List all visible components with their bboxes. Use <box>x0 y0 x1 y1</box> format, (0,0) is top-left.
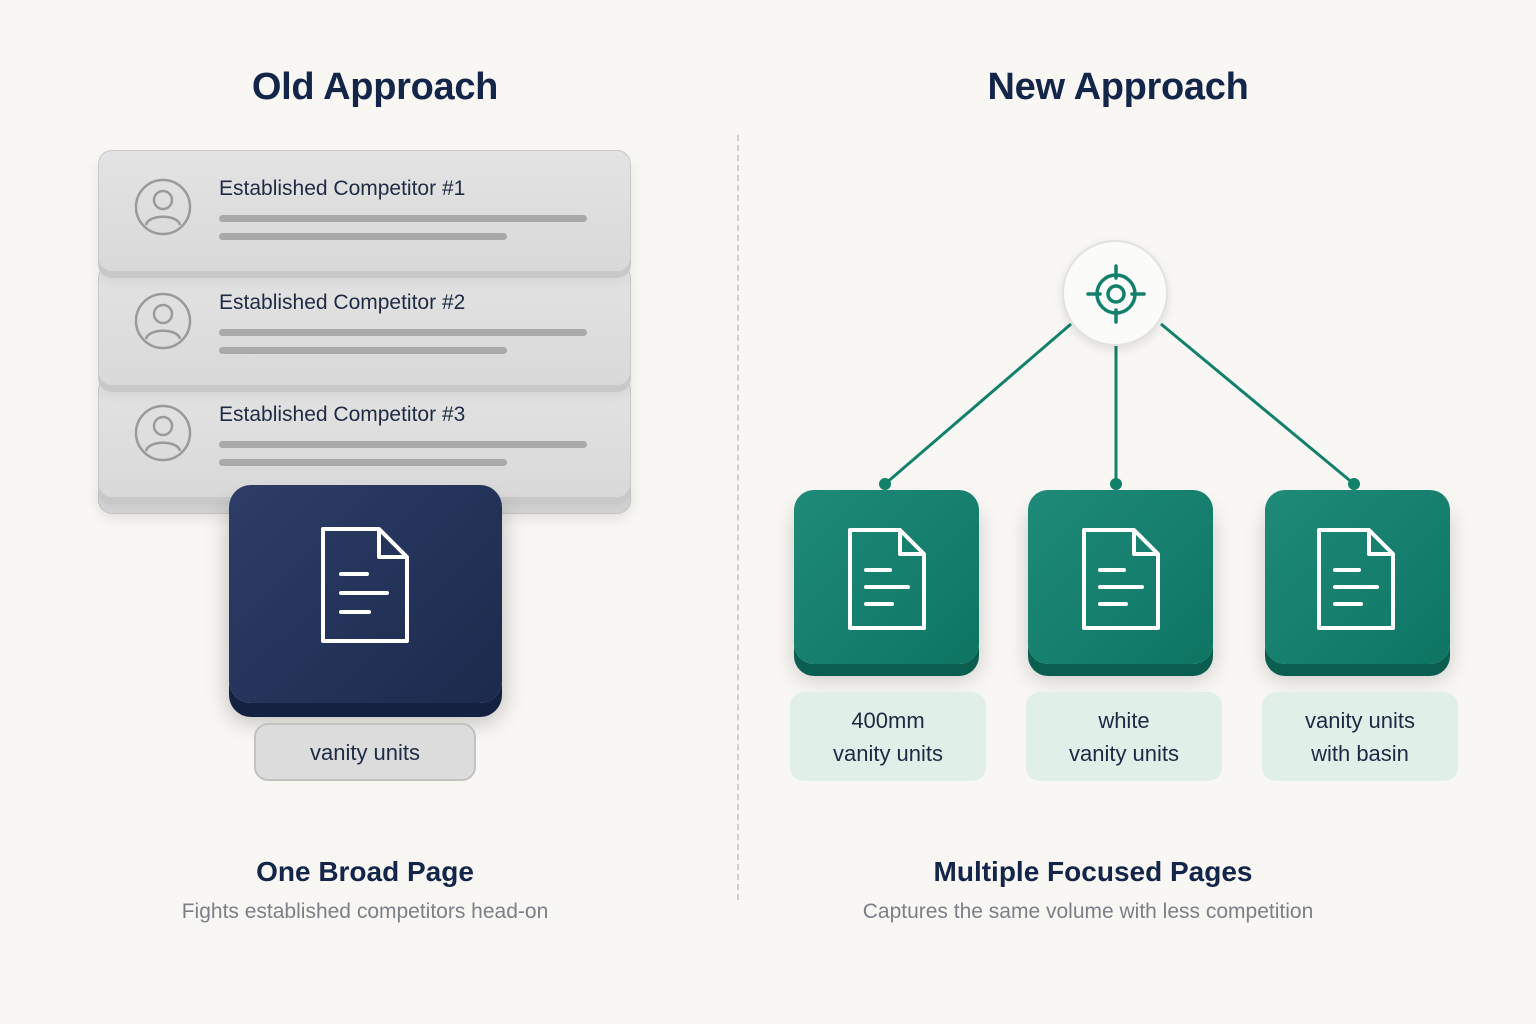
focused-page-tile-1 <box>794 490 979 664</box>
keyword-pill-broad: vanity units <box>254 723 476 781</box>
competitor-title: Established Competitor #3 <box>219 403 466 426</box>
section-divider <box>737 135 739 900</box>
user-circle-icon <box>134 292 192 350</box>
user-circle-icon <box>134 178 192 236</box>
new-approach-heading: New Approach <box>987 66 1249 108</box>
target-node <box>1062 240 1168 346</box>
competitor-title: Established Competitor #1 <box>219 177 466 200</box>
keyword-pill-2: white vanity units <box>1026 692 1222 781</box>
keyword-line: 400mm <box>851 707 925 733</box>
keyword-label: vanity units <box>309 739 421 765</box>
connector-dot-center <box>1110 478 1122 490</box>
new-footer-desc: Captures the same volume with less compe… <box>862 900 1314 923</box>
document-icon <box>321 527 409 643</box>
competitor-card-1: Established Competitor #1 <box>98 150 631 272</box>
connector-line-left <box>884 322 1072 486</box>
document-icon <box>1082 528 1160 630</box>
keyword-line: vanity units <box>1304 707 1416 733</box>
crosshair-target-icon <box>1086 264 1146 324</box>
keyword-line: vanity units <box>832 740 944 766</box>
placeholder-line <box>219 347 507 354</box>
document-icon <box>848 528 926 630</box>
focused-page-tile-2 <box>1028 490 1213 664</box>
focused-page-tile-3 <box>1265 490 1450 664</box>
keyword-line: vanity units <box>1068 740 1180 766</box>
placeholder-line <box>219 441 587 448</box>
placeholder-line <box>219 215 587 222</box>
keyword-line: white <box>1098 707 1150 733</box>
connector-dot-right <box>1348 478 1360 490</box>
new-footer-title: Multiple Focused Pages <box>933 856 1253 887</box>
user-circle-icon <box>134 404 192 462</box>
placeholder-line <box>219 459 507 466</box>
old-footer-desc: Fights established competitors head-on <box>181 900 549 923</box>
connector-dot-left <box>879 478 891 490</box>
document-icon <box>1317 528 1395 630</box>
old-footer-title: One Broad Page <box>256 856 474 887</box>
competitor-title: Established Competitor #2 <box>219 291 466 314</box>
connector-line-right <box>1160 322 1355 486</box>
placeholder-line <box>219 329 587 336</box>
competitor-card-2: Established Competitor #2 <box>98 264 631 386</box>
placeholder-line <box>219 233 507 240</box>
keyword-line: with basin <box>1311 740 1409 766</box>
old-approach-heading: Old Approach <box>251 66 499 108</box>
keyword-pill-1: 400mm vanity units <box>790 692 986 781</box>
broad-page-tile <box>229 485 502 703</box>
keyword-pill-3: vanity units with basin <box>1262 692 1458 781</box>
